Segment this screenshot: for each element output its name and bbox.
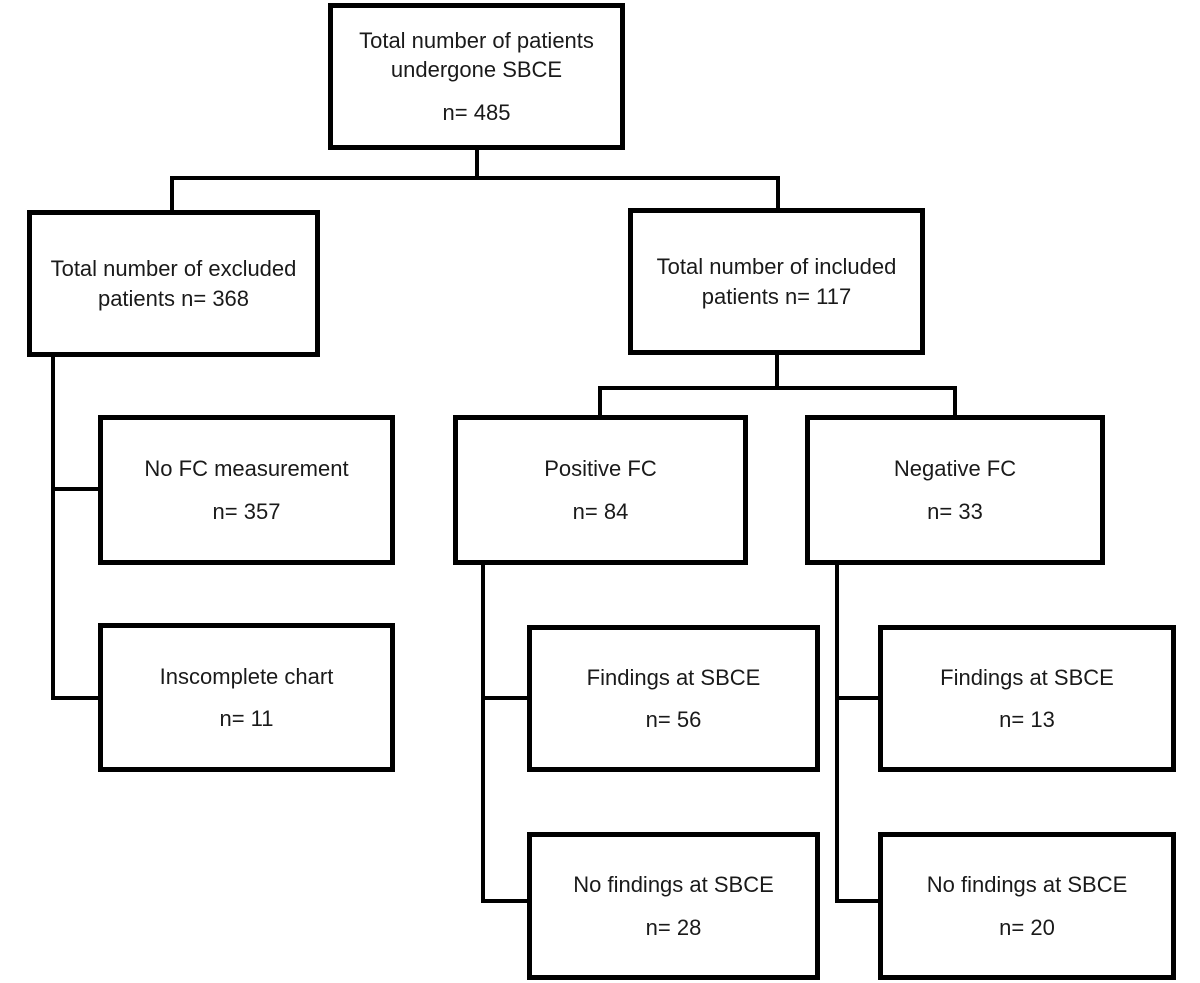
node-negative-fc-n: n= 33	[927, 498, 983, 524]
node-findings-negative-label: Findings at SBCE	[940, 664, 1114, 690]
node-root-label: Total number of patients undergone SBCE	[359, 28, 594, 83]
node-no-fc-measurement: No FC measurement n= 357	[98, 415, 395, 565]
node-incomplete-n: n= 11	[219, 706, 274, 731]
node-excluded-label: Total number of excluded patients n= 368	[50, 256, 297, 311]
connector-excluded-to-incomplete	[51, 696, 99, 700]
node-incomplete-label: Inscomplete chart	[159, 663, 334, 689]
node-findings-negative: Findings at SBCE n= 13	[878, 625, 1176, 772]
node-findings-positive: Findings at SBCE n= 56	[527, 625, 820, 772]
connector-included-to-positive	[598, 386, 602, 417]
connector-positive-to-no-findings	[481, 899, 529, 903]
node-no-fc-n: n= 357	[212, 498, 281, 524]
connector-root-stem	[475, 148, 479, 180]
connector-positive-to-findings	[481, 696, 529, 700]
node-no-fc-label: No FC measurement	[144, 456, 349, 482]
connector-negative-to-no-findings	[835, 899, 880, 903]
node-positive-fc: Positive FC n= 84	[453, 415, 748, 565]
node-no-findings-positive: No findings at SBCE n= 28	[527, 832, 820, 980]
node-negative-fc: Negative FC n= 33	[805, 415, 1105, 565]
node-no-findings-positive-label: No findings at SBCE	[573, 872, 774, 898]
node-findings-positive-n: n= 56	[645, 707, 702, 732]
node-no-findings-negative-label: No findings at SBCE	[926, 872, 1128, 898]
node-root-n: n= 485	[442, 99, 511, 125]
node-findings-negative-n: n= 13	[999, 707, 1055, 732]
connector-root-to-included	[776, 176, 780, 212]
node-incomplete-chart: Inscomplete chart n= 11	[98, 623, 395, 772]
node-included: Total number of included patients n= 117	[628, 208, 925, 355]
node-findings-positive-label: Findings at SBCE	[586, 664, 761, 690]
connector-included-stem	[775, 353, 779, 390]
node-positive-fc-n: n= 84	[572, 498, 629, 524]
connector-positive-elbow	[481, 563, 485, 903]
node-positive-fc-label: Positive FC	[544, 456, 657, 482]
node-no-findings-negative-n: n= 20	[999, 914, 1055, 940]
connector-root-crossbar	[170, 176, 780, 180]
connector-negative-to-findings	[835, 696, 880, 700]
connector-excluded-elbow	[51, 355, 55, 700]
node-no-findings-negative: No findings at SBCE n= 20	[878, 832, 1176, 980]
node-negative-fc-label: Negative FC	[893, 456, 1017, 482]
connector-excluded-to-no-fc	[51, 487, 99, 491]
connector-root-to-excluded	[170, 176, 174, 212]
connector-negative-elbow	[835, 563, 839, 903]
connector-included-crossbar	[598, 386, 957, 390]
node-root: Total number of patients undergone SBCE …	[328, 3, 625, 150]
node-no-findings-positive-n: n= 28	[645, 914, 702, 940]
node-included-label: Total number of included patients n= 117	[656, 254, 897, 309]
connector-included-to-negative	[953, 386, 957, 417]
node-excluded: Total number of excluded patients n= 368	[27, 210, 320, 357]
